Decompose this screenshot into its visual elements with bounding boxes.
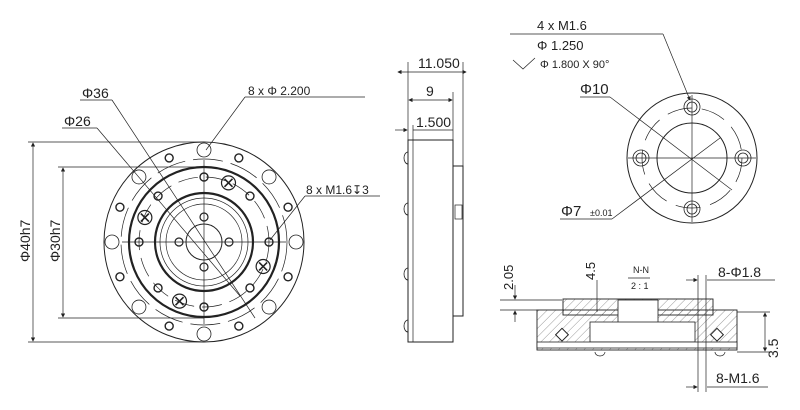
tapped-hole [737, 152, 749, 164]
front-view: Φ36 Φ26 8 x Φ 2.200 8 x M1.6↧3 Φ40h7 Φ30… [17, 84, 380, 343]
section-view: 2.05 4.5 N-N 2 : 1 8-Φ1.8 3.5 8-M1.6 [500, 262, 781, 392]
screw-cross-icon [258, 261, 268, 272]
dim-35-label: 3.5 [765, 338, 781, 358]
countersink-label: Φ 1.800 X 90° [540, 59, 609, 71]
dia-40h7-label: Φ40h7 [17, 219, 33, 262]
dia-7-label: Φ7 [561, 203, 581, 220]
dia-26-label: Φ26 [64, 113, 91, 129]
dim-45-label: 4.5 [583, 262, 598, 280]
through-hole [196, 326, 212, 342]
drill-dia-label: Φ 1.250 [537, 38, 584, 53]
countersink-hole [632, 149, 650, 167]
output-outer-circle [626, 92, 758, 224]
tapped-hole [245, 191, 255, 201]
tapped-hole [199, 172, 209, 182]
screw-cross-icon [140, 212, 150, 223]
tapped-hole [686, 101, 698, 113]
output-view: 4 x M1.6 Φ 1.250 Φ 1.800 X 90° Φ10 Φ7 ±0… [510, 18, 758, 224]
countersink-hole [683, 98, 701, 116]
hub-hole [199, 212, 209, 222]
tapped-holes-label: 8 x M1.6↧3 [306, 183, 369, 197]
screw-cross-icon [223, 178, 234, 188]
screw-head [255, 258, 271, 275]
thread-callout-label: 4 x M1.6 [537, 18, 587, 33]
through-hole [196, 142, 212, 158]
dia-30h7-label: Φ30h7 [47, 219, 63, 262]
small-hole [283, 202, 293, 212]
screw-head [171, 293, 188, 309]
holes-2200-label: 8 x Φ 2.200 [248, 84, 311, 98]
side-view: 11.050 9 1.500 [395, 55, 467, 343]
tapped-hole [264, 237, 274, 247]
section-title: N-N [633, 265, 649, 275]
pcd-36-circle [120, 158, 288, 326]
screw-head [137, 209, 153, 226]
body-width-label: 9 [426, 83, 434, 99]
dia-10-label: Φ10 [580, 81, 609, 98]
countersink-hole [683, 200, 701, 218]
small-hole [164, 321, 174, 331]
dim-205-label: 2.05 [501, 265, 516, 290]
small-hole [164, 153, 174, 163]
side-body [407, 139, 454, 343]
small-hole [115, 202, 125, 212]
dia-36-label: Φ36 [82, 85, 109, 101]
through-hole [261, 169, 277, 185]
countersink-hole [734, 149, 752, 167]
holes-18-label: 8-Φ1.8 [718, 264, 761, 280]
section-scale: 2 : 1 [631, 281, 649, 291]
through-hole [288, 234, 304, 250]
screw-head [220, 175, 237, 191]
through-hole [131, 169, 147, 185]
through-hole [104, 234, 120, 250]
through-hole [131, 299, 147, 315]
tapped-hole [199, 302, 209, 312]
small-hole [234, 321, 244, 331]
screw-cross-icon [174, 296, 185, 306]
tapped-hole [153, 283, 163, 293]
tapped-hole [134, 237, 144, 247]
flange-width-label: 1.500 [416, 114, 451, 130]
side-hub [452, 165, 464, 317]
hub-hole [174, 237, 184, 247]
tapped-hole [686, 203, 698, 215]
hub-hole [199, 262, 209, 272]
tapped-hole [635, 152, 647, 164]
tapped-hole [245, 283, 255, 293]
through-hole [261, 299, 277, 315]
threads-label: 8-M1.6 [716, 370, 760, 386]
overall-width-label: 11.050 [418, 55, 460, 71]
dia-7-tolerance: ±0.01 [590, 208, 612, 218]
small-hole [283, 272, 293, 282]
small-hole [234, 153, 244, 163]
small-hole [115, 272, 125, 282]
hub-hole [224, 237, 234, 247]
